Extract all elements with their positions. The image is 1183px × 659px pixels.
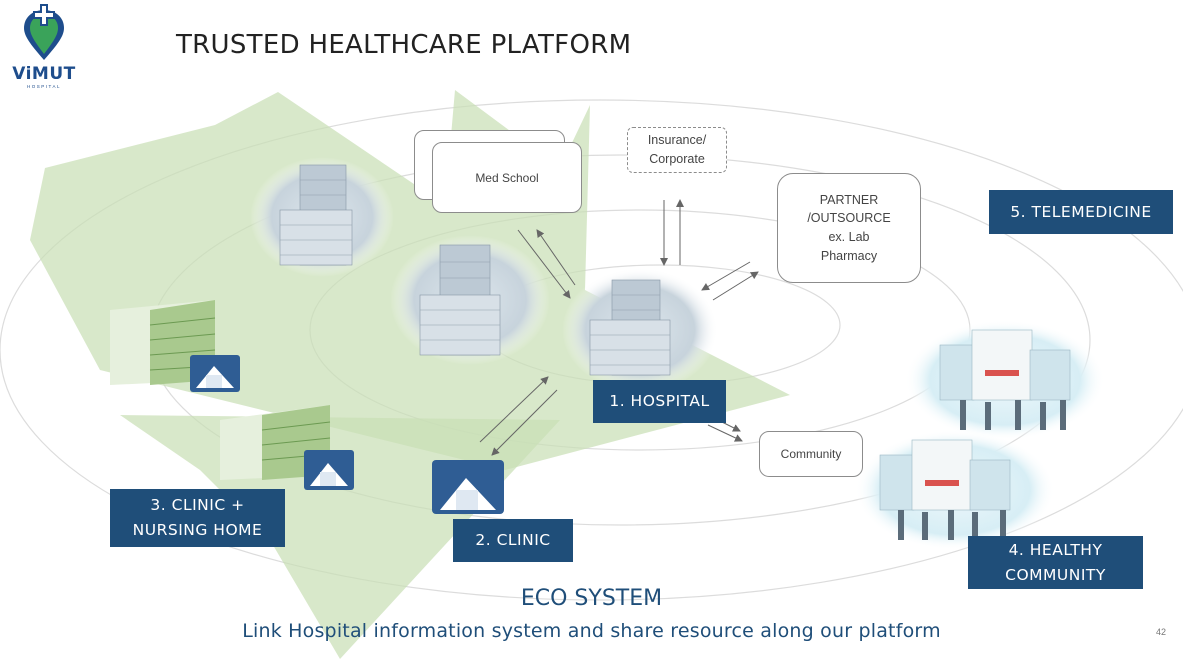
clinic-thumbnail-1	[190, 355, 240, 392]
partner-label: PARTNER /OUTSOURCE ex. Lab Pharmacy	[807, 192, 891, 263]
page-number: 42	[1156, 627, 1167, 637]
clinic-label-text: 2. CLINIC	[475, 531, 551, 550]
hospital-label: 1. HOSPITAL	[593, 380, 726, 423]
hospital-building-illustration-3	[562, 268, 718, 392]
healthy-community-label: 4. HEALTHY COMMUNITY	[968, 536, 1143, 589]
logo-name: ViMUT	[12, 64, 76, 84]
clinic-thumbnail-3	[432, 460, 504, 514]
community-label: Community	[780, 447, 842, 461]
clinic-label: 2. CLINIC	[453, 519, 573, 562]
clinic-nursing-label-text: 3. CLINIC + NURSING HOME	[132, 496, 263, 539]
hospital-label-text: 1. HOSPITAL	[609, 392, 710, 411]
healthy-community-label-text: 4. HEALTHY COMMUNITY	[1005, 540, 1106, 584]
eco-system-subtitle: Link Hospital information system and sha…	[242, 620, 941, 642]
community-illustration-1	[905, 320, 1105, 440]
community-box: Community	[759, 431, 863, 477]
flow-arrows	[479, 199, 759, 456]
insurance-box: Insurance/ Corporate	[627, 127, 727, 173]
med-school-label: Med School	[475, 170, 539, 185]
hospital-pin-icon	[24, 4, 64, 60]
partner-box: PARTNER /OUTSOURCE ex. Lab Pharmacy	[777, 173, 921, 283]
telemedicine-label: 5. TELEMEDICINE	[989, 190, 1173, 234]
logo-subtitle: HOSPITAL	[27, 84, 61, 89]
clinic-nursing-label: 3. CLINIC + NURSING HOME	[110, 489, 285, 547]
eco-system-title: ECO SYSTEM	[520, 586, 663, 611]
telemedicine-label-text: 5. TELEMEDICINE	[1010, 202, 1152, 221]
hospital-building-illustration-1	[250, 157, 394, 277]
med-school-box: Med School	[432, 142, 582, 213]
hospital-building-illustration-2	[390, 235, 550, 365]
slide-title: TRUSTED HEALTHCARE PLATFORM	[176, 30, 632, 60]
clinic-thumbnail-2	[304, 450, 354, 490]
insurance-label: Insurance/ Corporate	[647, 133, 707, 166]
vimut-logo: ViMUT HOSPITAL	[8, 4, 80, 90]
community-illustration-2	[855, 430, 1055, 550]
